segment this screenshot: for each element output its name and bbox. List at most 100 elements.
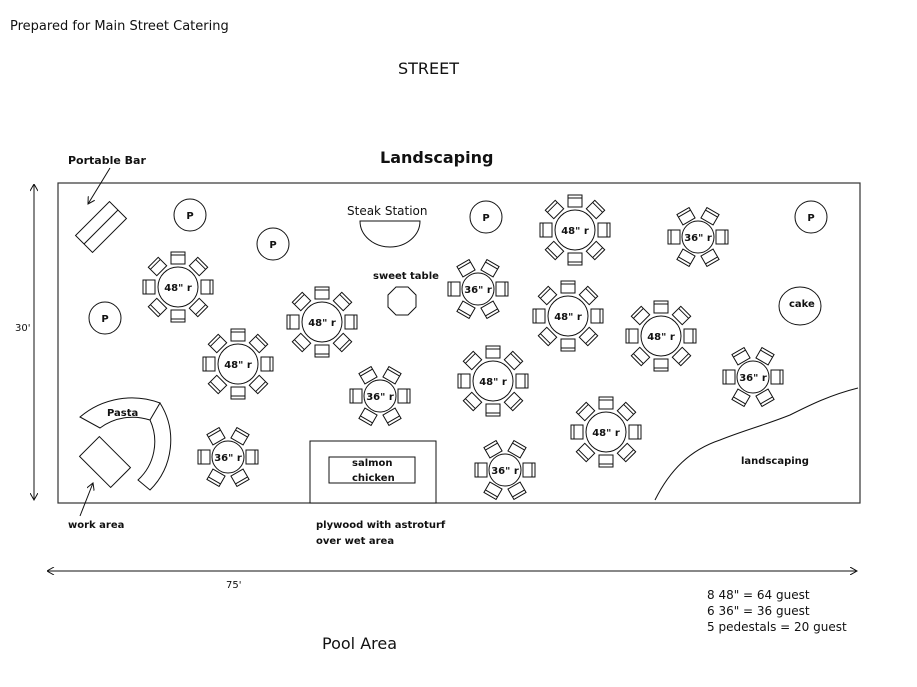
chair xyxy=(676,206,696,226)
chair xyxy=(630,346,651,367)
chair xyxy=(291,291,312,312)
table-size-label: 48" r xyxy=(554,312,582,323)
chair xyxy=(598,454,614,468)
legend-item: 5 pedestals = 20 guest xyxy=(707,620,847,634)
chair xyxy=(578,326,599,347)
chair xyxy=(515,373,529,389)
pedestal-label: P xyxy=(269,240,276,251)
chair xyxy=(532,308,546,324)
chair xyxy=(537,326,558,347)
chair xyxy=(671,305,692,326)
pool-area-label: Pool Area xyxy=(322,634,398,653)
chair xyxy=(560,338,576,352)
chair xyxy=(358,407,378,427)
street-label: STREET xyxy=(398,59,460,78)
table-36-round: 36" r xyxy=(722,346,784,408)
table-36-round: 36" r xyxy=(474,439,536,501)
chair xyxy=(483,481,503,501)
cake-label: cake xyxy=(789,299,815,310)
chair xyxy=(575,442,596,463)
table-size-label: 36" r xyxy=(464,285,492,296)
chair xyxy=(700,206,720,226)
pedestal-table: P xyxy=(794,200,828,234)
chair xyxy=(503,350,524,371)
chair xyxy=(447,281,461,297)
chair xyxy=(206,468,226,488)
chair xyxy=(382,365,402,385)
pedestal-label: P xyxy=(482,213,489,224)
chair xyxy=(260,356,274,372)
chair xyxy=(480,300,500,320)
chair xyxy=(544,240,565,261)
chair xyxy=(170,251,186,265)
chair xyxy=(358,365,378,385)
chair xyxy=(170,309,186,323)
table-36-round: 36" r xyxy=(197,426,259,488)
table-36-round: 36" r xyxy=(349,365,411,427)
width-dimension: 75' xyxy=(226,580,242,591)
chair xyxy=(507,439,527,459)
chair xyxy=(248,374,269,395)
chair xyxy=(202,356,216,372)
table-size-label: 36" r xyxy=(366,392,394,403)
table-36-round: 36" r xyxy=(447,258,509,320)
chair xyxy=(578,285,599,306)
chair xyxy=(230,426,250,446)
chair xyxy=(206,426,226,446)
chair xyxy=(188,297,209,318)
chair xyxy=(230,386,246,400)
table-size-label: 36" r xyxy=(214,453,242,464)
chair xyxy=(653,300,669,314)
chair xyxy=(480,258,500,278)
chair xyxy=(382,407,402,427)
table-size-label: 36" r xyxy=(491,466,519,477)
table-size-label: 48" r xyxy=(308,318,336,329)
chair xyxy=(755,346,775,366)
portable-bar-arrow xyxy=(88,167,111,204)
chair xyxy=(344,314,358,330)
chair xyxy=(544,199,565,220)
table-size-label: 48" r xyxy=(592,428,620,439)
table-48-round: 48" r xyxy=(570,396,642,468)
chair xyxy=(456,300,476,320)
chair xyxy=(567,194,583,208)
work-area-arrow xyxy=(79,483,93,517)
chair xyxy=(142,279,156,295)
table-size-label: 48" r xyxy=(647,332,675,343)
table-48-round: 48" r xyxy=(532,280,604,352)
pedestal-label: P xyxy=(186,211,193,222)
height-dimension: 30' xyxy=(15,323,31,334)
chair xyxy=(248,333,269,354)
table-size-label: 48" r xyxy=(561,226,589,237)
legend-item: 8 48" = 64 guest xyxy=(707,588,810,602)
sweet-table xyxy=(387,286,417,316)
chair xyxy=(522,462,536,478)
table-48-round: 48" r xyxy=(142,251,214,323)
chair xyxy=(715,229,729,245)
chair xyxy=(653,358,669,372)
chair xyxy=(598,396,614,410)
chair xyxy=(630,305,651,326)
portable-bar-label: Portable Bar xyxy=(68,154,146,167)
buffet-table xyxy=(328,456,416,484)
salmon-label: salmon xyxy=(352,458,393,469)
chair xyxy=(457,373,471,389)
chair xyxy=(625,328,639,344)
chair xyxy=(755,388,775,408)
chair xyxy=(597,222,611,238)
chair xyxy=(397,388,411,404)
chair xyxy=(474,462,488,478)
chair xyxy=(507,481,527,501)
cake-table xyxy=(778,286,822,326)
landscaping-top-label: Landscaping xyxy=(380,148,494,167)
chair xyxy=(616,401,637,422)
chair xyxy=(485,403,501,417)
chair xyxy=(462,350,483,371)
chair xyxy=(667,229,681,245)
plywood-label-1: plywood with astroturf xyxy=(316,520,446,531)
chair xyxy=(314,344,330,358)
table-size-label: 48" r xyxy=(164,283,192,294)
chair xyxy=(570,424,584,440)
steak-station-label: Steak Station xyxy=(347,204,428,218)
chair xyxy=(671,346,692,367)
